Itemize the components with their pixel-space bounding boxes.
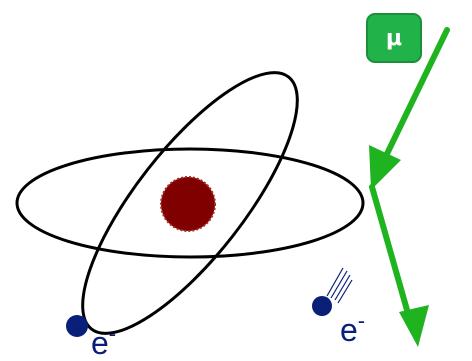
- orbit-horizontal: [15, 147, 365, 259]
- bound-electron-label: e-: [91, 318, 116, 359]
- motion-line: [337, 279, 353, 304]
- muon-badge: μ: [366, 13, 422, 63]
- ejected-electron-label: e-: [340, 305, 365, 346]
- muon-symbol: μ: [385, 25, 403, 51]
- motion-line: [334, 274, 351, 301]
- ejected-electron-charge: -: [357, 308, 366, 333]
- muon-outgoing-arrowhead: [399, 305, 429, 347]
- motion-line: [326, 267, 344, 297]
- muon-trajectory: [369, 27, 450, 347]
- orbit-tilted: [81, 71, 299, 335]
- motion-line: [330, 270, 348, 299]
- nucleus: [160, 176, 216, 232]
- muon-connector-line: [369, 184, 410, 313]
- bound-electron: [66, 315, 88, 337]
- ejected-electron: [312, 296, 332, 316]
- ejected-electron-group: [312, 267, 353, 316]
- bound-electron-charge: -: [108, 321, 117, 346]
- muon-incoming-arrowhead: [369, 145, 401, 190]
- muon-incoming-line: [381, 27, 450, 163]
- bound-electron-letter: e: [91, 325, 109, 361]
- ejected-electron-letter: e: [340, 312, 358, 348]
